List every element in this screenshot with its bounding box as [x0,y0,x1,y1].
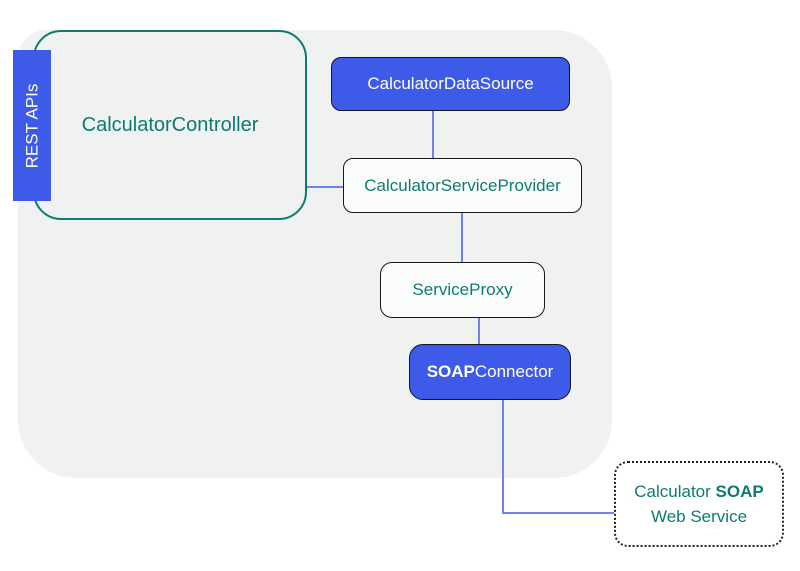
node-serviceproxy: ServiceProxy [380,262,545,318]
connector-controller-serviceprovider [307,186,344,188]
node-soapconnector-label-rest: Connector [474,362,554,381]
connector-serviceprovider-serviceproxy [461,212,463,263]
node-calculator-datasource-label: CalculatorDataSource [367,74,534,93]
connector-serviceproxy-soapconnector [478,317,480,345]
node-soapconnector-label-bold: SOAP [426,362,475,381]
connector-soapconnector-down-segment [502,399,504,514]
node-calculator-controller: CalculatorController [33,30,307,220]
rest-apis-label: REST APIs [22,83,41,168]
node-soapconnector-label: SOAPConnector [427,362,554,382]
connector-datasource-serviceprovider [432,111,434,159]
node-soapconnector: SOAPConnector [409,344,571,400]
node-soap-web-service-line1-regular: Calculator [634,482,711,501]
node-calculator-controller-label: CalculatorController [81,113,259,136]
node-soap-web-service-line2: Web Service [650,507,748,526]
rest-apis-badge: REST APIs [13,50,51,201]
connector-soapconnector-webservice-segment [502,512,615,514]
node-calculator-serviceprovider: CalculatorServiceProvider [343,158,582,213]
node-calculator-datasource: CalculatorDataSource [331,57,570,111]
node-serviceproxy-label: ServiceProxy [412,280,513,299]
node-soap-web-service-line1-bold: SOAP [715,482,764,501]
node-calculator-serviceprovider-label: CalculatorServiceProvider [364,175,561,195]
